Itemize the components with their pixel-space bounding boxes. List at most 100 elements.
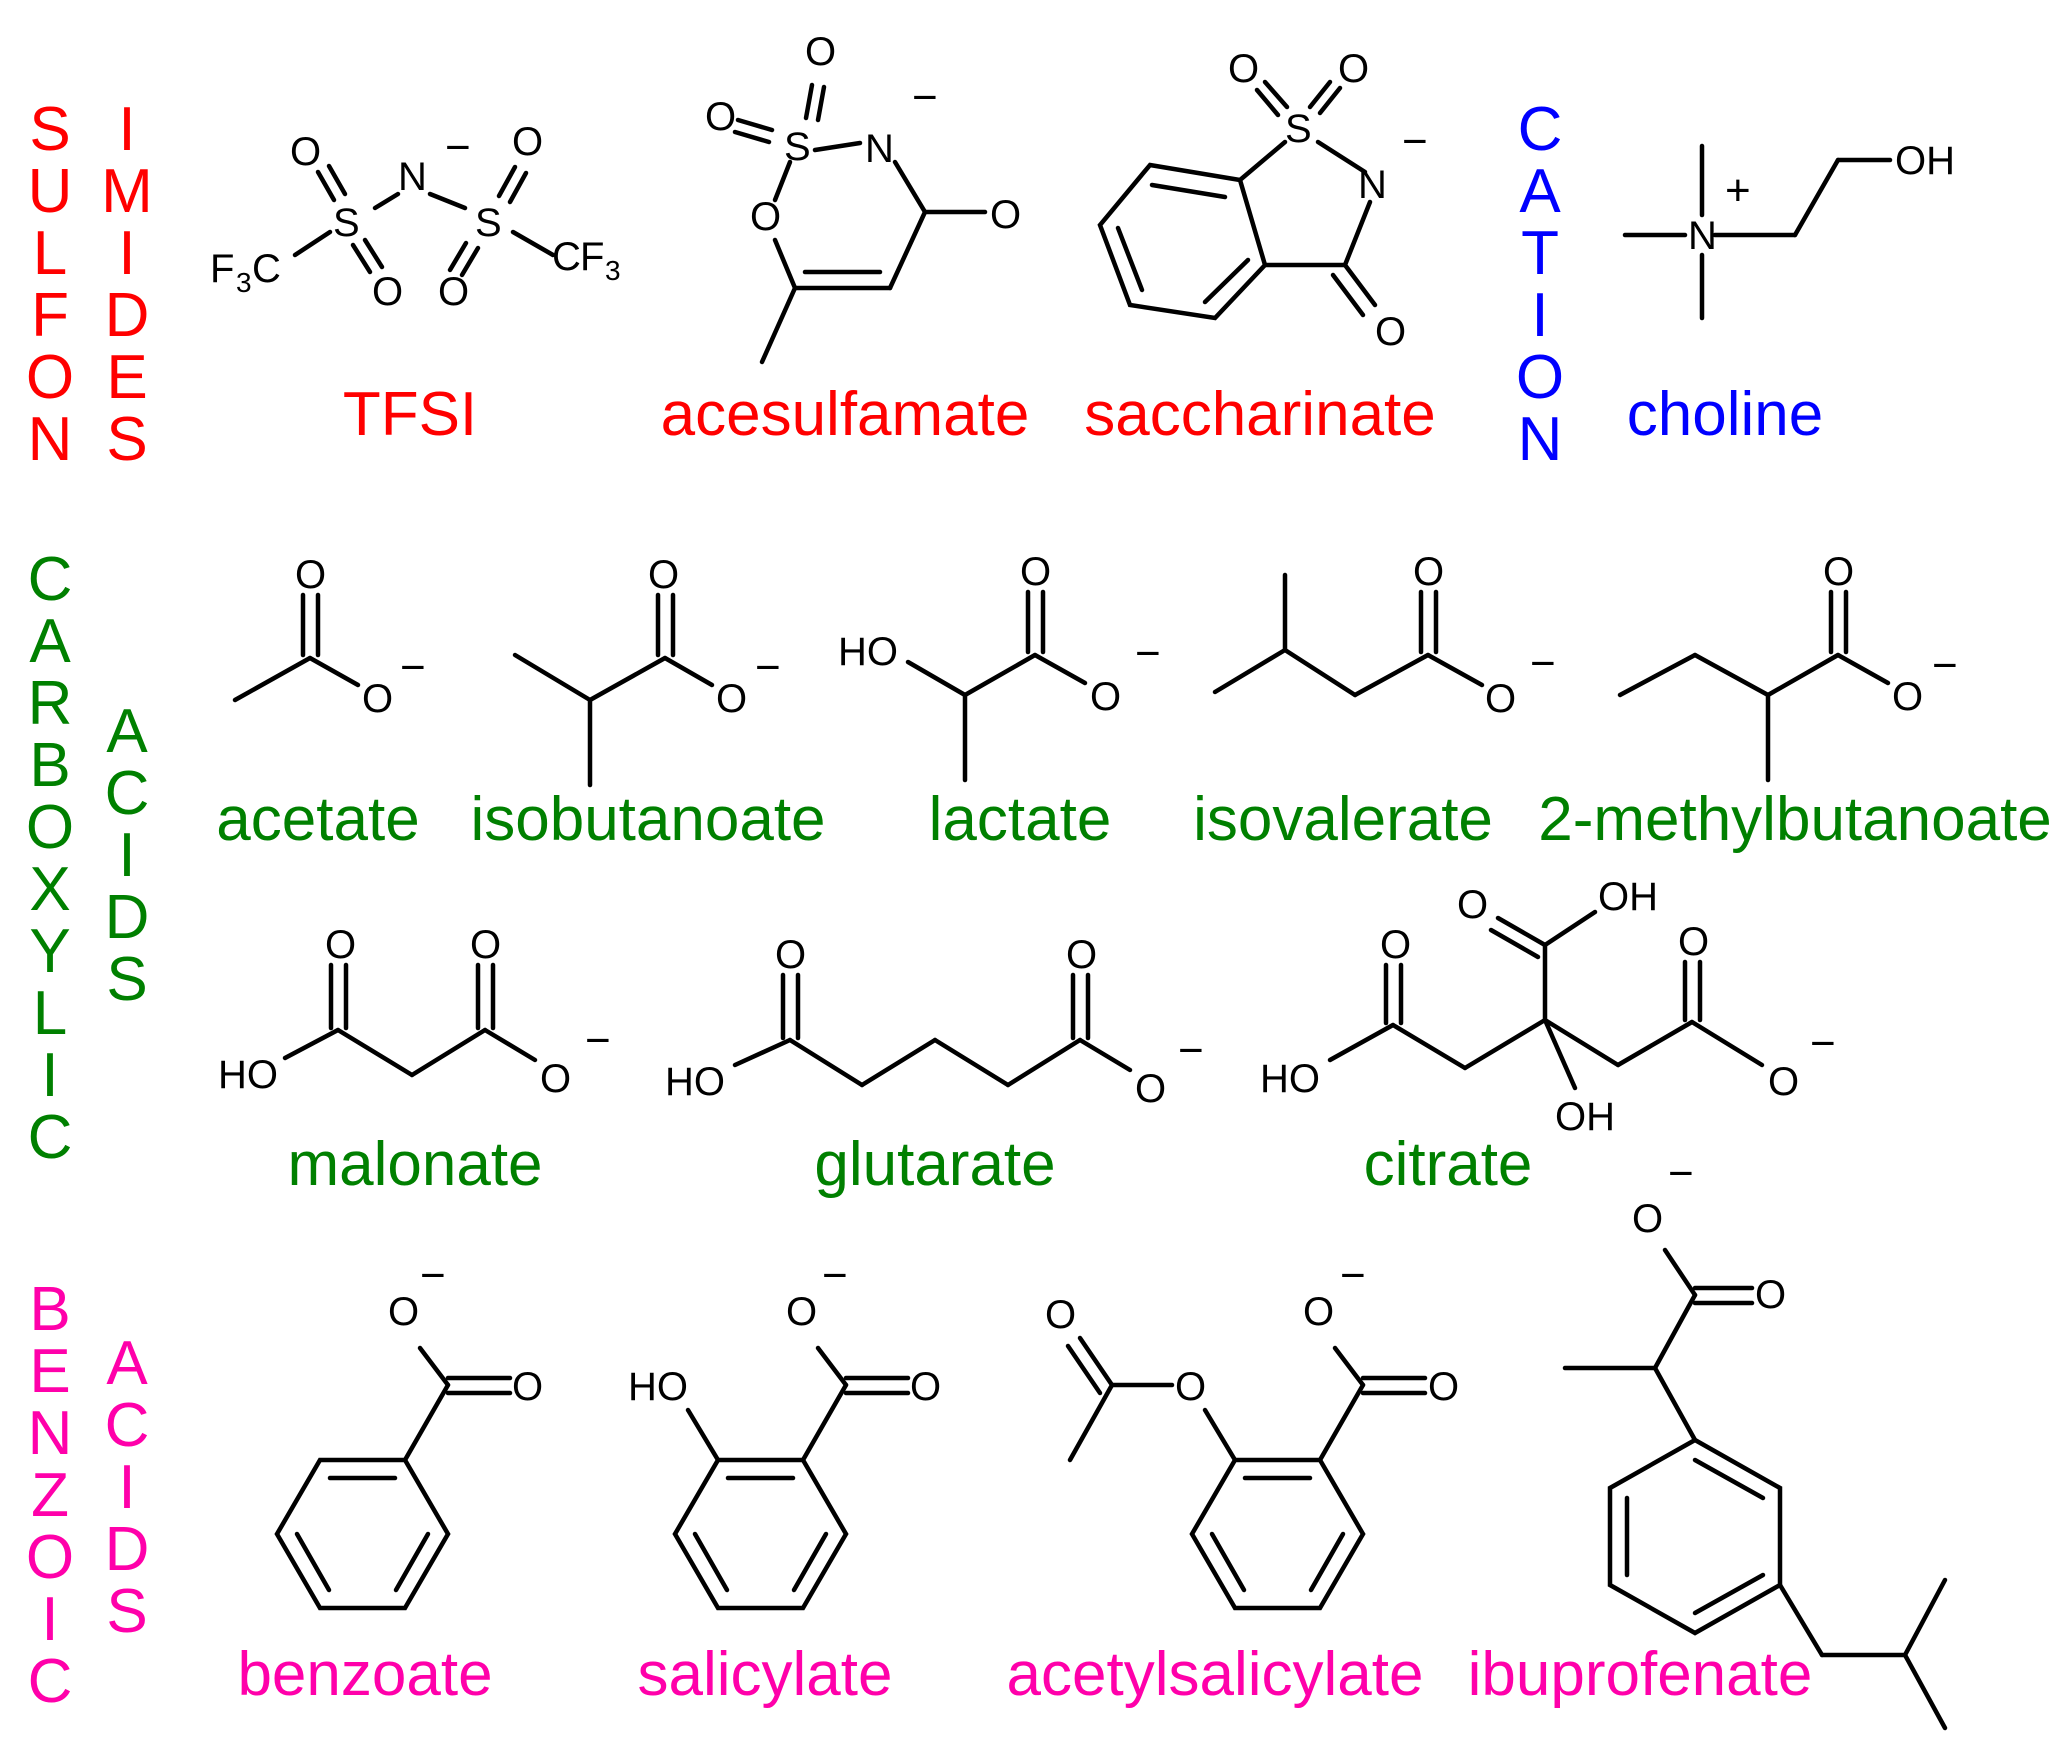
atom-label: S — [333, 201, 360, 245]
bond — [1495, 915, 1548, 948]
atom-label: O — [1175, 1365, 1206, 1409]
carboxylic-letter: C — [28, 545, 73, 614]
bond — [685, 1407, 721, 1463]
bond — [1149, 182, 1228, 200]
atom-label: OH — [1598, 875, 1658, 919]
name-methylbutanoate: 2-methylbutanoate — [1538, 785, 2052, 854]
bond — [507, 170, 529, 205]
atom-label: O — [716, 677, 747, 721]
bond — [1262, 79, 1290, 110]
acids2-letter: D — [105, 1515, 150, 1584]
bond — [1315, 139, 1368, 175]
atom-label: F — [210, 247, 234, 291]
bond — [335, 1027, 415, 1078]
bond — [417, 1345, 451, 1388]
bond — [1425, 652, 1485, 688]
acids2-label: A C I D S — [105, 1329, 150, 1646]
benzoic-letter: N — [28, 1399, 73, 1468]
atom-label: O — [540, 1057, 571, 1101]
imides-letter: M — [101, 157, 153, 226]
carboxylic-letter: A — [29, 607, 71, 676]
atom-label: O — [1892, 675, 1923, 719]
bond — [859, 1037, 938, 1088]
bond — [510, 229, 556, 258]
bond — [732, 129, 772, 145]
cation-letter: O — [1516, 343, 1564, 412]
name-ibuprofenate: ibuprofenate — [1468, 1640, 1813, 1709]
bond — [1005, 1037, 1083, 1088]
atom-label: OH — [1895, 139, 1955, 183]
name-isovalerate: isovalerate — [1193, 785, 1493, 854]
bond — [803, 82, 815, 121]
name-choline: choline — [1627, 380, 1823, 449]
bond — [1689, 1019, 1765, 1068]
bond — [800, 1382, 849, 1463]
bond — [1212, 647, 1288, 695]
atom-label: O — [1020, 550, 1051, 594]
bond — [512, 652, 593, 703]
bond — [812, 140, 863, 153]
bond — [1902, 1652, 1948, 1731]
benzoate-structure: O − O benzoate — [237, 1251, 543, 1709]
carboxylic-letter: C — [28, 1103, 73, 1172]
bond — [1692, 652, 1771, 698]
atom-label: O — [1457, 883, 1488, 927]
atom-label: O — [1768, 1060, 1799, 1104]
atom-label: O — [438, 270, 469, 314]
bond — [1237, 139, 1288, 183]
bond — [1342, 262, 1378, 308]
bond — [1542, 1017, 1621, 1068]
atom-label: HO — [1260, 1057, 1320, 1101]
malonate-structure: HO O O O − malonate — [218, 923, 611, 1199]
bond — [1065, 1343, 1103, 1396]
charge-minus: − — [822, 1251, 848, 1300]
bond — [787, 1037, 865, 1088]
bond — [1542, 909, 1598, 948]
bond — [892, 159, 928, 215]
charge-minus: − — [1932, 641, 1958, 690]
acids-letter: A — [106, 697, 148, 766]
carboxylic-letter: O — [26, 793, 74, 862]
charge-minus: − — [1810, 1019, 1836, 1068]
charge-minus: − — [585, 1016, 611, 1065]
bond — [362, 237, 385, 270]
atom-label: S — [1285, 107, 1312, 151]
acids-letter: C — [105, 759, 150, 828]
atom-label: O — [1228, 47, 1259, 91]
bond — [1692, 1572, 1766, 1616]
bond — [1352, 652, 1431, 698]
bond — [1765, 652, 1841, 698]
bond — [1692, 1457, 1766, 1501]
atom-label: O — [1380, 923, 1411, 967]
atom-label: HO — [218, 1053, 278, 1097]
name-saccharinate: saccharinate — [1084, 380, 1436, 449]
carboxylic-letter: X — [29, 855, 70, 924]
bond — [1542, 1017, 1578, 1091]
bond — [772, 159, 793, 203]
bond — [393, 1531, 431, 1593]
atom-label: O — [1632, 1197, 1663, 1241]
methylbutanoate-structure: O O − 2-methylbutanoate — [1538, 550, 2052, 854]
bond — [307, 655, 361, 688]
bond — [732, 1037, 793, 1068]
bond — [409, 1027, 488, 1078]
benzoic-letter: Z — [31, 1461, 69, 1530]
imides-label: I M I D E S — [101, 95, 153, 474]
carboxylic-letter: I — [41, 1041, 58, 1110]
atom-label: O — [1303, 1290, 1334, 1334]
bond — [932, 1037, 1011, 1088]
name-tfsi: TFSI — [343, 380, 477, 449]
atom-label: O — [1338, 47, 1369, 91]
bond — [1662, 1247, 1698, 1298]
atom-label: O — [1428, 1365, 1459, 1409]
saccharinate-structure: S N − O O O saccharinate — [1084, 47, 1436, 449]
bond — [282, 1027, 341, 1061]
bond — [1390, 1022, 1468, 1071]
bond — [1115, 225, 1145, 293]
cation-letter: I — [1531, 281, 1548, 350]
acids-letter: I — [118, 821, 135, 890]
carboxylic-letter: L — [33, 979, 67, 1048]
atom-label: OH — [1555, 1095, 1615, 1139]
isobutanoate-structure: O O − isobutanoate — [470, 553, 825, 854]
